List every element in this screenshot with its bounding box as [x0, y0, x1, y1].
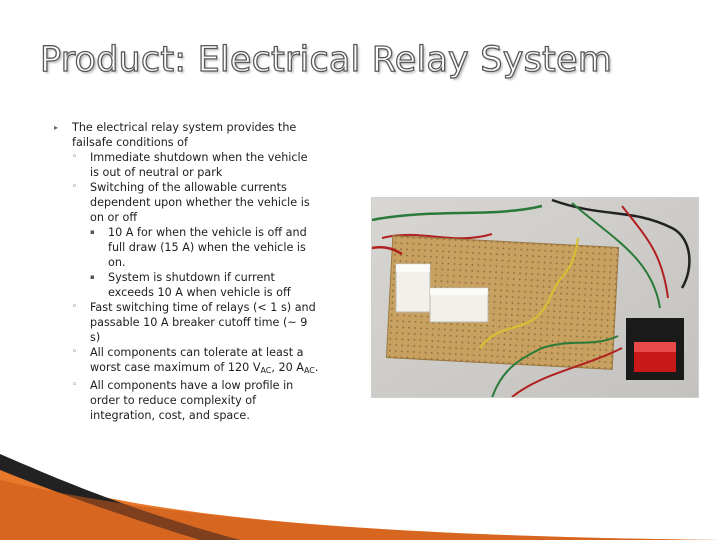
relay-left — [395, 263, 431, 313]
sub-bullet-text: Immediate shutdown when the vehicle is o… — [90, 151, 308, 179]
triangle-bullet-icon: ▸ — [54, 123, 59, 132]
sub-bullet-item: ◦ Switching of the allowable currents de… — [72, 180, 320, 300]
sub-bullet-text: All components have a low profile in ord… — [90, 379, 294, 422]
sub-bullet-item: ◦ All components can tolerate at least a… — [72, 345, 320, 378]
sub-bullet-item: ◦ Fast switching time of relays (< 1 s) … — [72, 300, 320, 345]
bullet-list: ▸ The electrical relay system provides t… — [52, 120, 320, 423]
sub-sub-bullet-item: ▪ System is shutdown if current exceeds … — [90, 270, 320, 300]
voltage-subscript: AC — [260, 366, 272, 375]
bullet-item: ▸ The electrical relay system provides t… — [52, 120, 320, 423]
sub-bullet-item: ◦ All components have a low profile in o… — [72, 378, 320, 423]
sub-sub-bullet-item: ▪ 10 A for when the vehicle is off and f… — [90, 225, 320, 270]
current-text: , 20 A — [271, 361, 304, 374]
slide-title: Product: Electrical Relay System — [39, 39, 613, 80]
square-bullet-icon: ▪ — [90, 273, 95, 281]
circle-bullet-icon: ◦ — [72, 302, 78, 312]
sub-bullet-text: Switching of the allowable currents depe… — [90, 181, 310, 224]
circle-bullet-icon: ◦ — [72, 347, 78, 357]
sub-sub-bullet-text: 10 A for when the vehicle is off and ful… — [108, 226, 307, 269]
circle-bullet-icon: ◦ — [72, 182, 78, 192]
relay-right — [429, 287, 489, 323]
circle-bullet-icon: ◦ — [72, 152, 78, 162]
rocker-switch — [626, 318, 684, 380]
sub-bullet-text: All components can tolerate at least a w… — [90, 346, 319, 375]
current-subscript: AC — [303, 366, 315, 375]
square-bullet-icon: ▪ — [90, 228, 95, 236]
circle-bullet-icon: ◦ — [72, 380, 78, 390]
sub-bullet-text: Fast switching time of relays (< 1 s) an… — [90, 301, 316, 344]
sub-sub-bullet-text: System is shutdown if current exceeds 10… — [108, 271, 291, 299]
voltage-text: All components can tolerate at least a w… — [90, 346, 304, 374]
relay-board-image — [372, 198, 698, 397]
footer-decoration — [0, 440, 720, 540]
relay-board-photo — [371, 197, 699, 398]
perfboard — [385, 235, 620, 370]
sub-bullet-item: ◦ Immediate shutdown when the vehicle is… — [72, 150, 320, 180]
bullet-text-main: The electrical relay system provides the… — [72, 121, 297, 149]
period-text: . — [314, 361, 319, 374]
